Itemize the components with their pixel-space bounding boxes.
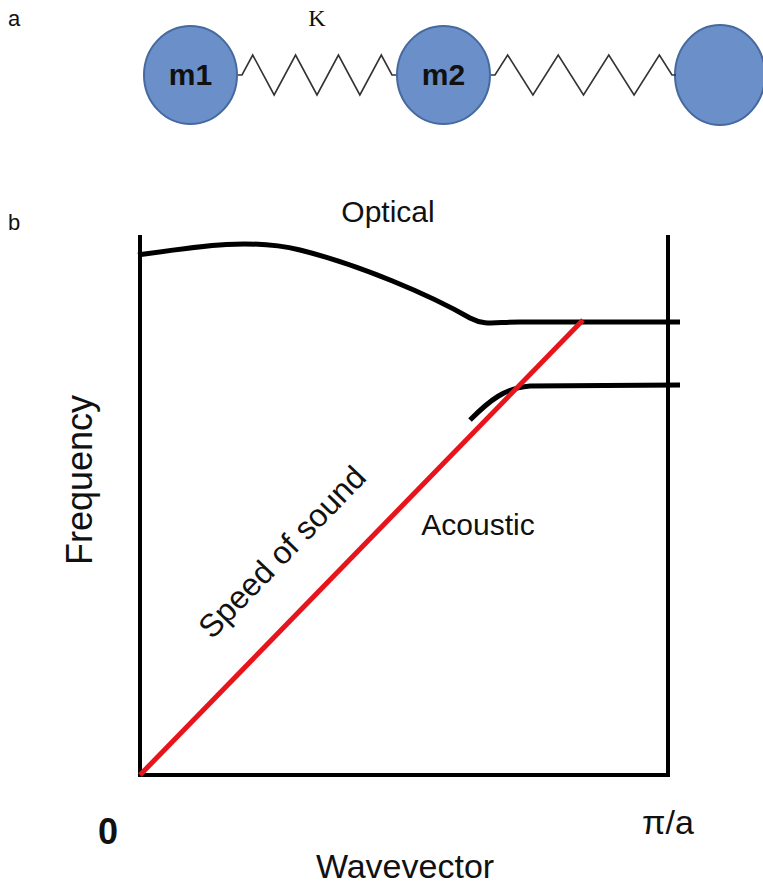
mass-circle [675, 25, 763, 125]
spring-constant: K [308, 6, 325, 30]
panel-letter: b [8, 212, 20, 234]
axis-title: Frequency [62, 395, 98, 565]
mass-circle: m2 [396, 25, 491, 125]
mass-outline [144, 26, 237, 124]
tick-label: π/a [642, 805, 694, 839]
spring [491, 55, 676, 95]
optical-branch [138, 244, 680, 323]
spring [238, 55, 396, 95]
mass-label: m1 [169, 58, 212, 92]
axis-line [138, 235, 142, 777]
mass-label: m2 [422, 58, 465, 92]
panel-letter: a [8, 8, 20, 30]
axis-line [666, 235, 670, 777]
line-label: Speed of sound [193, 460, 372, 643]
mass-outline [397, 26, 490, 124]
branch-label: Optical [341, 197, 434, 227]
tick-label: 0 [98, 814, 118, 850]
axis-line [138, 773, 670, 777]
sound-speed-line [140, 320, 583, 775]
spring [491, 55, 676, 95]
mass-circle: m1 [143, 25, 238, 125]
branch-label: Acoustic [421, 510, 534, 540]
axis-title: Wavevector [316, 849, 494, 883]
